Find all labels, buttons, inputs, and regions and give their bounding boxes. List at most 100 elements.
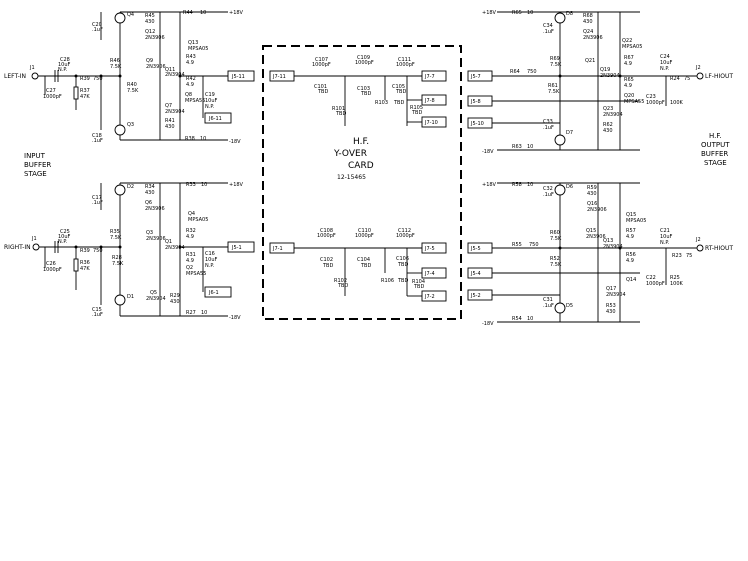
r31-ref: R31 xyxy=(186,252,196,258)
out-rail-pos-bottom: +18V xyxy=(482,182,497,188)
r104-value: TBD xyxy=(413,284,424,290)
c111-ref: C111 xyxy=(398,57,411,63)
c25-value: 10uF xyxy=(58,234,71,240)
q3b-ref: Q3 xyxy=(146,230,153,236)
r43-value: 4.9 xyxy=(186,60,194,66)
r23-value: 75 xyxy=(686,253,692,259)
c104-ref: C104 xyxy=(357,257,370,263)
r32-ref: R32 xyxy=(186,228,196,234)
c16-ref: C16 xyxy=(205,251,215,257)
c107-value: 1000pF xyxy=(312,62,331,68)
r59-ref: R59 xyxy=(587,185,597,191)
q13-ref: Q13 xyxy=(188,40,198,46)
j5-4-label: J5-4 xyxy=(470,271,481,277)
c105-value: TBD xyxy=(395,89,406,95)
output-title-1: H.F. xyxy=(709,132,722,140)
c112-ref: C112 xyxy=(398,228,411,234)
r62-ref: R62 xyxy=(603,122,613,128)
r67-value: 4.9 xyxy=(624,61,632,67)
c22-value: 1000pF xyxy=(646,281,665,287)
r65-value: 10 xyxy=(527,10,533,16)
card-title-2: Y-OVER xyxy=(333,149,367,159)
r32-value: 4.9 xyxy=(186,234,194,240)
r64-value: 750 xyxy=(527,69,537,75)
c25-ref: C25 xyxy=(60,229,70,235)
r54-ref: R54 xyxy=(512,316,522,322)
c101-value: TBD xyxy=(317,89,328,95)
c18-ref: C18 xyxy=(92,133,102,139)
q19-type: 2N3904 xyxy=(600,73,620,79)
r60-value: 7.5K xyxy=(550,236,562,242)
j6-11-box xyxy=(204,112,232,124)
right-in-label: RIGHT-IN xyxy=(4,244,31,251)
c24-ref: C24 xyxy=(660,54,670,60)
left-in-label: LEFT-IN xyxy=(4,73,26,80)
r57-value: 4.9 xyxy=(626,234,634,240)
c102-ref: C102 xyxy=(320,257,333,263)
r55-value: 750 xyxy=(529,242,539,248)
right-in-jack xyxy=(32,243,40,251)
r64-ref: R64 xyxy=(510,69,520,75)
c15-value: .1uF xyxy=(92,312,103,318)
c19-ref: C19 xyxy=(205,92,215,98)
j7-8-box xyxy=(421,94,447,106)
r39-value: 750 xyxy=(93,76,103,82)
c28-np: N.P. xyxy=(58,67,68,73)
input-title-2: BUFFER xyxy=(24,161,51,169)
q13-type: MPSA05 xyxy=(188,46,208,52)
c32-value: .1uF xyxy=(543,192,554,198)
r52-ref: R52 xyxy=(550,256,560,262)
c110-ref: C110 xyxy=(358,228,371,234)
d1-ref: D1 xyxy=(127,294,134,300)
r68-ref: R68 xyxy=(583,13,593,19)
r38-value: 10 xyxy=(200,136,206,142)
j7-2-box xyxy=(421,290,447,302)
q5-ref: Q5 xyxy=(150,290,157,296)
rail-pos-bottom: +18V xyxy=(229,182,244,188)
q15-ref: Q15 xyxy=(586,228,596,234)
r26-value: 100K xyxy=(670,100,684,106)
q20-ref: Q20 xyxy=(624,93,634,99)
q4b-type: MPSA05 xyxy=(188,217,208,223)
j6-1-label: J6-1 xyxy=(208,290,219,296)
r57-ref: R57 xyxy=(626,228,636,234)
r25-ref: R25 xyxy=(670,275,680,281)
q12-type: 2N3906 xyxy=(145,35,165,41)
out-rail-neg-top: -18V xyxy=(482,149,494,155)
j1-right-label: J1 xyxy=(31,236,37,242)
r55-ref: R55 xyxy=(512,242,522,248)
c31-value: .1uF xyxy=(543,303,554,309)
rail-pos-top: +18V xyxy=(229,10,244,16)
c103-value: TBD xyxy=(360,91,371,97)
r61-value: 7.5K xyxy=(548,89,560,95)
c24-np: N.P. xyxy=(660,66,670,72)
input-buffer-stage: +18V -18V +18V -18V LEFT-IN J1 C28 10uF … xyxy=(4,10,255,321)
r53-value: 430 xyxy=(606,309,616,315)
d6-ref: D6 xyxy=(566,184,573,190)
q23-ref: Q23 xyxy=(603,106,613,112)
c108-value: 1000pF xyxy=(317,233,336,239)
q2-ref: Q2 xyxy=(186,265,193,271)
r67-ref: R67 xyxy=(624,55,634,61)
q21-ref: Q21 xyxy=(585,58,595,64)
r62-value: 430 xyxy=(603,128,613,134)
q12-ref: Q12 xyxy=(145,29,155,35)
r58-value: 10 xyxy=(527,182,533,188)
c106-ref: C106 xyxy=(396,256,409,262)
r63-value: 10 xyxy=(527,144,533,150)
q4-ref: Q4 xyxy=(127,12,134,18)
out-rail-pos-top: +18V xyxy=(482,10,497,16)
r104-ref: R104 xyxy=(412,279,425,285)
q5-type: 2N3904 xyxy=(146,296,166,302)
j6-1-box xyxy=(204,286,232,298)
j7-4-label: J7-4 xyxy=(424,271,435,277)
output-title-4: STAGE xyxy=(704,159,727,167)
q17-ref: Q17 xyxy=(606,286,616,292)
r43-ref: R43 xyxy=(186,54,196,60)
c21-np: N.P. xyxy=(660,240,670,246)
r45-value: 430 xyxy=(145,19,155,25)
r65b-ref: R65 xyxy=(624,77,634,83)
hf-y-over-card: H.F. Y-OVER CARD 12-15465 J7-11 C107 100… xyxy=(262,45,462,320)
r61-ref: R61 xyxy=(548,83,558,89)
